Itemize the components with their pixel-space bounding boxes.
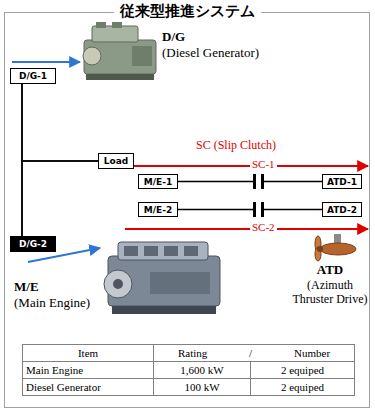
table-cell: / xyxy=(249,347,252,359)
table-row: Item Rating / Number xyxy=(23,345,355,362)
table-cell: Main Engine xyxy=(23,362,154,379)
part-description: (Diesel Generator) xyxy=(162,46,259,61)
box-label: Load xyxy=(104,156,128,166)
table-cell: Diesel Generator xyxy=(23,379,154,396)
component-box: D/G-1 xyxy=(10,68,56,84)
part-description: (Main Engine) xyxy=(14,296,90,311)
power-line xyxy=(178,209,322,211)
thruster-illustration xyxy=(315,234,356,261)
box-label: ATD-2 xyxy=(327,205,357,215)
sc-label: SC-2 xyxy=(250,221,277,234)
box-label: M/E-2 xyxy=(144,205,172,215)
box-label: D/G-1 xyxy=(19,71,47,81)
part-name: ATD xyxy=(292,263,368,278)
engine-illustration xyxy=(104,242,220,314)
title-wrap: 従来型推進システム xyxy=(0,2,375,21)
component-box: Load xyxy=(98,153,134,169)
generator-illustration xyxy=(83,22,156,80)
component-box: ATD-2 xyxy=(322,202,362,217)
component-box: D/G-2 xyxy=(10,236,56,252)
table-cell: 2 equiped xyxy=(251,362,355,379)
spec-table: Item Rating / Number Main Engine 1,600 k… xyxy=(22,344,355,396)
box-label: D/G-2 xyxy=(19,239,47,249)
sc-arrow xyxy=(125,165,368,167)
component-box: ATD-1 xyxy=(322,174,362,189)
title: 従来型推進システム xyxy=(114,2,261,20)
box-label: M/E-1 xyxy=(144,177,172,187)
part-name: D/G xyxy=(162,30,185,45)
power-arrow xyxy=(12,61,80,63)
table-cell: 1,600 kW xyxy=(154,362,251,379)
clutch-symbol xyxy=(253,174,264,189)
part-description: (Azimuth Thruster Drive) xyxy=(292,279,368,307)
table-cell: Rating / Number xyxy=(154,345,355,362)
table-cell: Number xyxy=(294,347,330,359)
power-line xyxy=(22,84,98,161)
power-line xyxy=(178,181,322,183)
table-cell: 2 equiped xyxy=(251,379,355,396)
table-cell: 100 kW xyxy=(154,379,251,396)
component-box: M/E-1 xyxy=(138,174,178,189)
table-row: Diesel Generator 100 kW 2 equiped xyxy=(23,379,355,396)
box-label: ATD-1 xyxy=(327,177,357,187)
table-cell: Rating xyxy=(178,347,207,359)
component-box: M/E-2 xyxy=(138,202,178,217)
sc-heading: SC (Slip Clutch) xyxy=(196,139,276,153)
header-group: Rating / Number xyxy=(157,347,351,359)
sc-label: SC-1 xyxy=(250,158,277,171)
sc-arrow xyxy=(125,228,368,230)
power-line xyxy=(22,161,98,236)
clutch-symbol xyxy=(253,202,264,217)
table-cell: Item xyxy=(23,345,154,362)
part-name: M/E xyxy=(14,280,39,295)
table-row: Main Engine 1,600 kW 2 equiped xyxy=(23,362,355,379)
